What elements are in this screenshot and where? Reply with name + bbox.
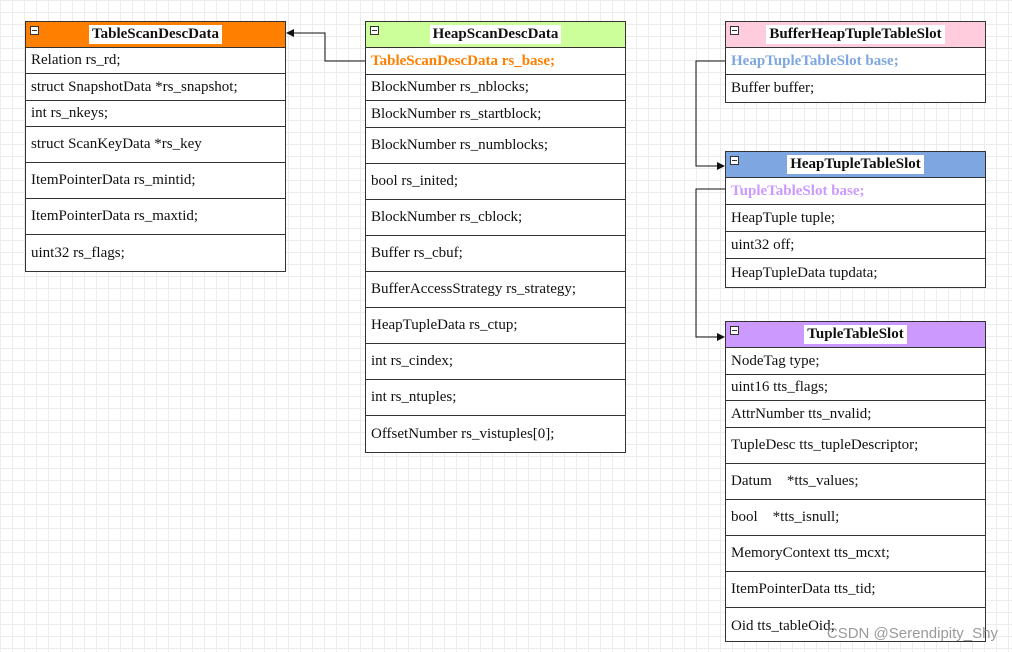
field-row: int rs_cindex;: [366, 344, 625, 380]
table-header: TableScanDescData: [26, 22, 285, 48]
field-row: BlockNumber rs_cblock;: [366, 200, 625, 236]
table-scan-desc-data-table: TableScanDescData Relation rs_rd; struct…: [25, 21, 286, 272]
field-row: MemoryContext tts_mcxt;: [726, 536, 985, 572]
field-row: HeapTupleData tupdata;: [731, 264, 878, 281]
collapse-icon[interactable]: [730, 326, 739, 335]
heap-scan-desc-data-table: HeapScanDescData TableScanDescData rs_ba…: [365, 21, 626, 453]
table-header: HeapScanDescData: [366, 22, 625, 48]
field-row: OffsetNumber rs_vistuples[0];: [371, 425, 555, 442]
arrow-heapscan-to-tablescan: [286, 29, 366, 62]
tuple-table-slot-table: TupleTableSlot NodeTag type; uint16 tts_…: [725, 321, 986, 642]
field-row: Relation rs_rd;: [26, 48, 285, 74]
field-row: struct ScanKeyData *rs_key: [26, 127, 285, 163]
collapse-icon[interactable]: [30, 26, 39, 35]
field-row: ItemPointerData rs_mintid;: [26, 163, 285, 199]
field-row: Oid tts_tableOid;: [731, 617, 835, 634]
arrow-heaptuple-to-tupletable: [695, 188, 726, 341]
field-row: int rs_ntuples;: [366, 380, 625, 416]
buffer-heap-tuple-table-slot-table: BufferHeapTupleTableSlot HeapTupleTableS…: [725, 21, 986, 103]
field-row: HeapTuple tuple;: [726, 205, 985, 232]
table-title: HeapScanDescData: [429, 25, 562, 44]
field-row: BufferAccessStrategy rs_strategy;: [366, 272, 625, 308]
base-field-row: HeapTupleTableSlot base;: [726, 48, 985, 75]
field-row: BlockNumber rs_startblock;: [366, 101, 625, 128]
watermark: CSDN @Serendipity_Shy: [826, 625, 998, 642]
field-row: uint32 off;: [726, 232, 985, 259]
table-title: BufferHeapTupleTableSlot: [766, 25, 945, 44]
table-title: HeapTupleTableSlot: [787, 155, 924, 174]
field-row: bool rs_inited;: [366, 164, 625, 200]
base-field-row: TupleTableSlot base;: [726, 178, 985, 205]
field-row: int rs_nkeys;: [26, 101, 285, 127]
collapse-icon[interactable]: [370, 26, 379, 35]
field-row: bool *tts_isnull;: [726, 500, 985, 536]
table-header: BufferHeapTupleTableSlot: [726, 22, 985, 48]
field-row: ItemPointerData tts_tid;: [726, 572, 985, 608]
field-row: NodeTag type;: [726, 348, 985, 375]
field-row: Buffer buffer;: [731, 80, 815, 96]
table-header: TupleTableSlot: [726, 322, 985, 348]
collapse-icon[interactable]: [730, 26, 739, 35]
table-title: TableScanDescData: [89, 25, 222, 44]
field-row: uint32 rs_flags;: [31, 244, 125, 261]
field-row: Buffer rs_cbuf;: [366, 236, 625, 272]
field-row: Datum *tts_values;: [726, 464, 985, 500]
arrow-bufferheap-to-heaptuple: [695, 60, 726, 170]
base-field-row: TableScanDescData rs_base;: [366, 48, 625, 75]
field-row: struct SnapshotData *rs_snapshot;: [26, 74, 285, 101]
heap-tuple-table-slot-table: HeapTupleTableSlot TupleTableSlot base; …: [725, 151, 986, 288]
field-row: HeapTupleData rs_ctup;: [366, 308, 625, 344]
field-row: BlockNumber rs_nblocks;: [366, 75, 625, 101]
collapse-icon[interactable]: [730, 156, 739, 165]
table-header: HeapTupleTableSlot: [726, 152, 985, 178]
field-row: AttrNumber tts_nvalid;: [726, 401, 985, 428]
field-row: ItemPointerData rs_maxtid;: [26, 199, 285, 235]
field-row: BlockNumber rs_numblocks;: [366, 128, 625, 164]
field-row: uint16 tts_flags;: [726, 375, 985, 401]
field-row: TupleDesc tts_tupleDescriptor;: [726, 428, 985, 464]
table-title: TupleTableSlot: [804, 325, 907, 344]
